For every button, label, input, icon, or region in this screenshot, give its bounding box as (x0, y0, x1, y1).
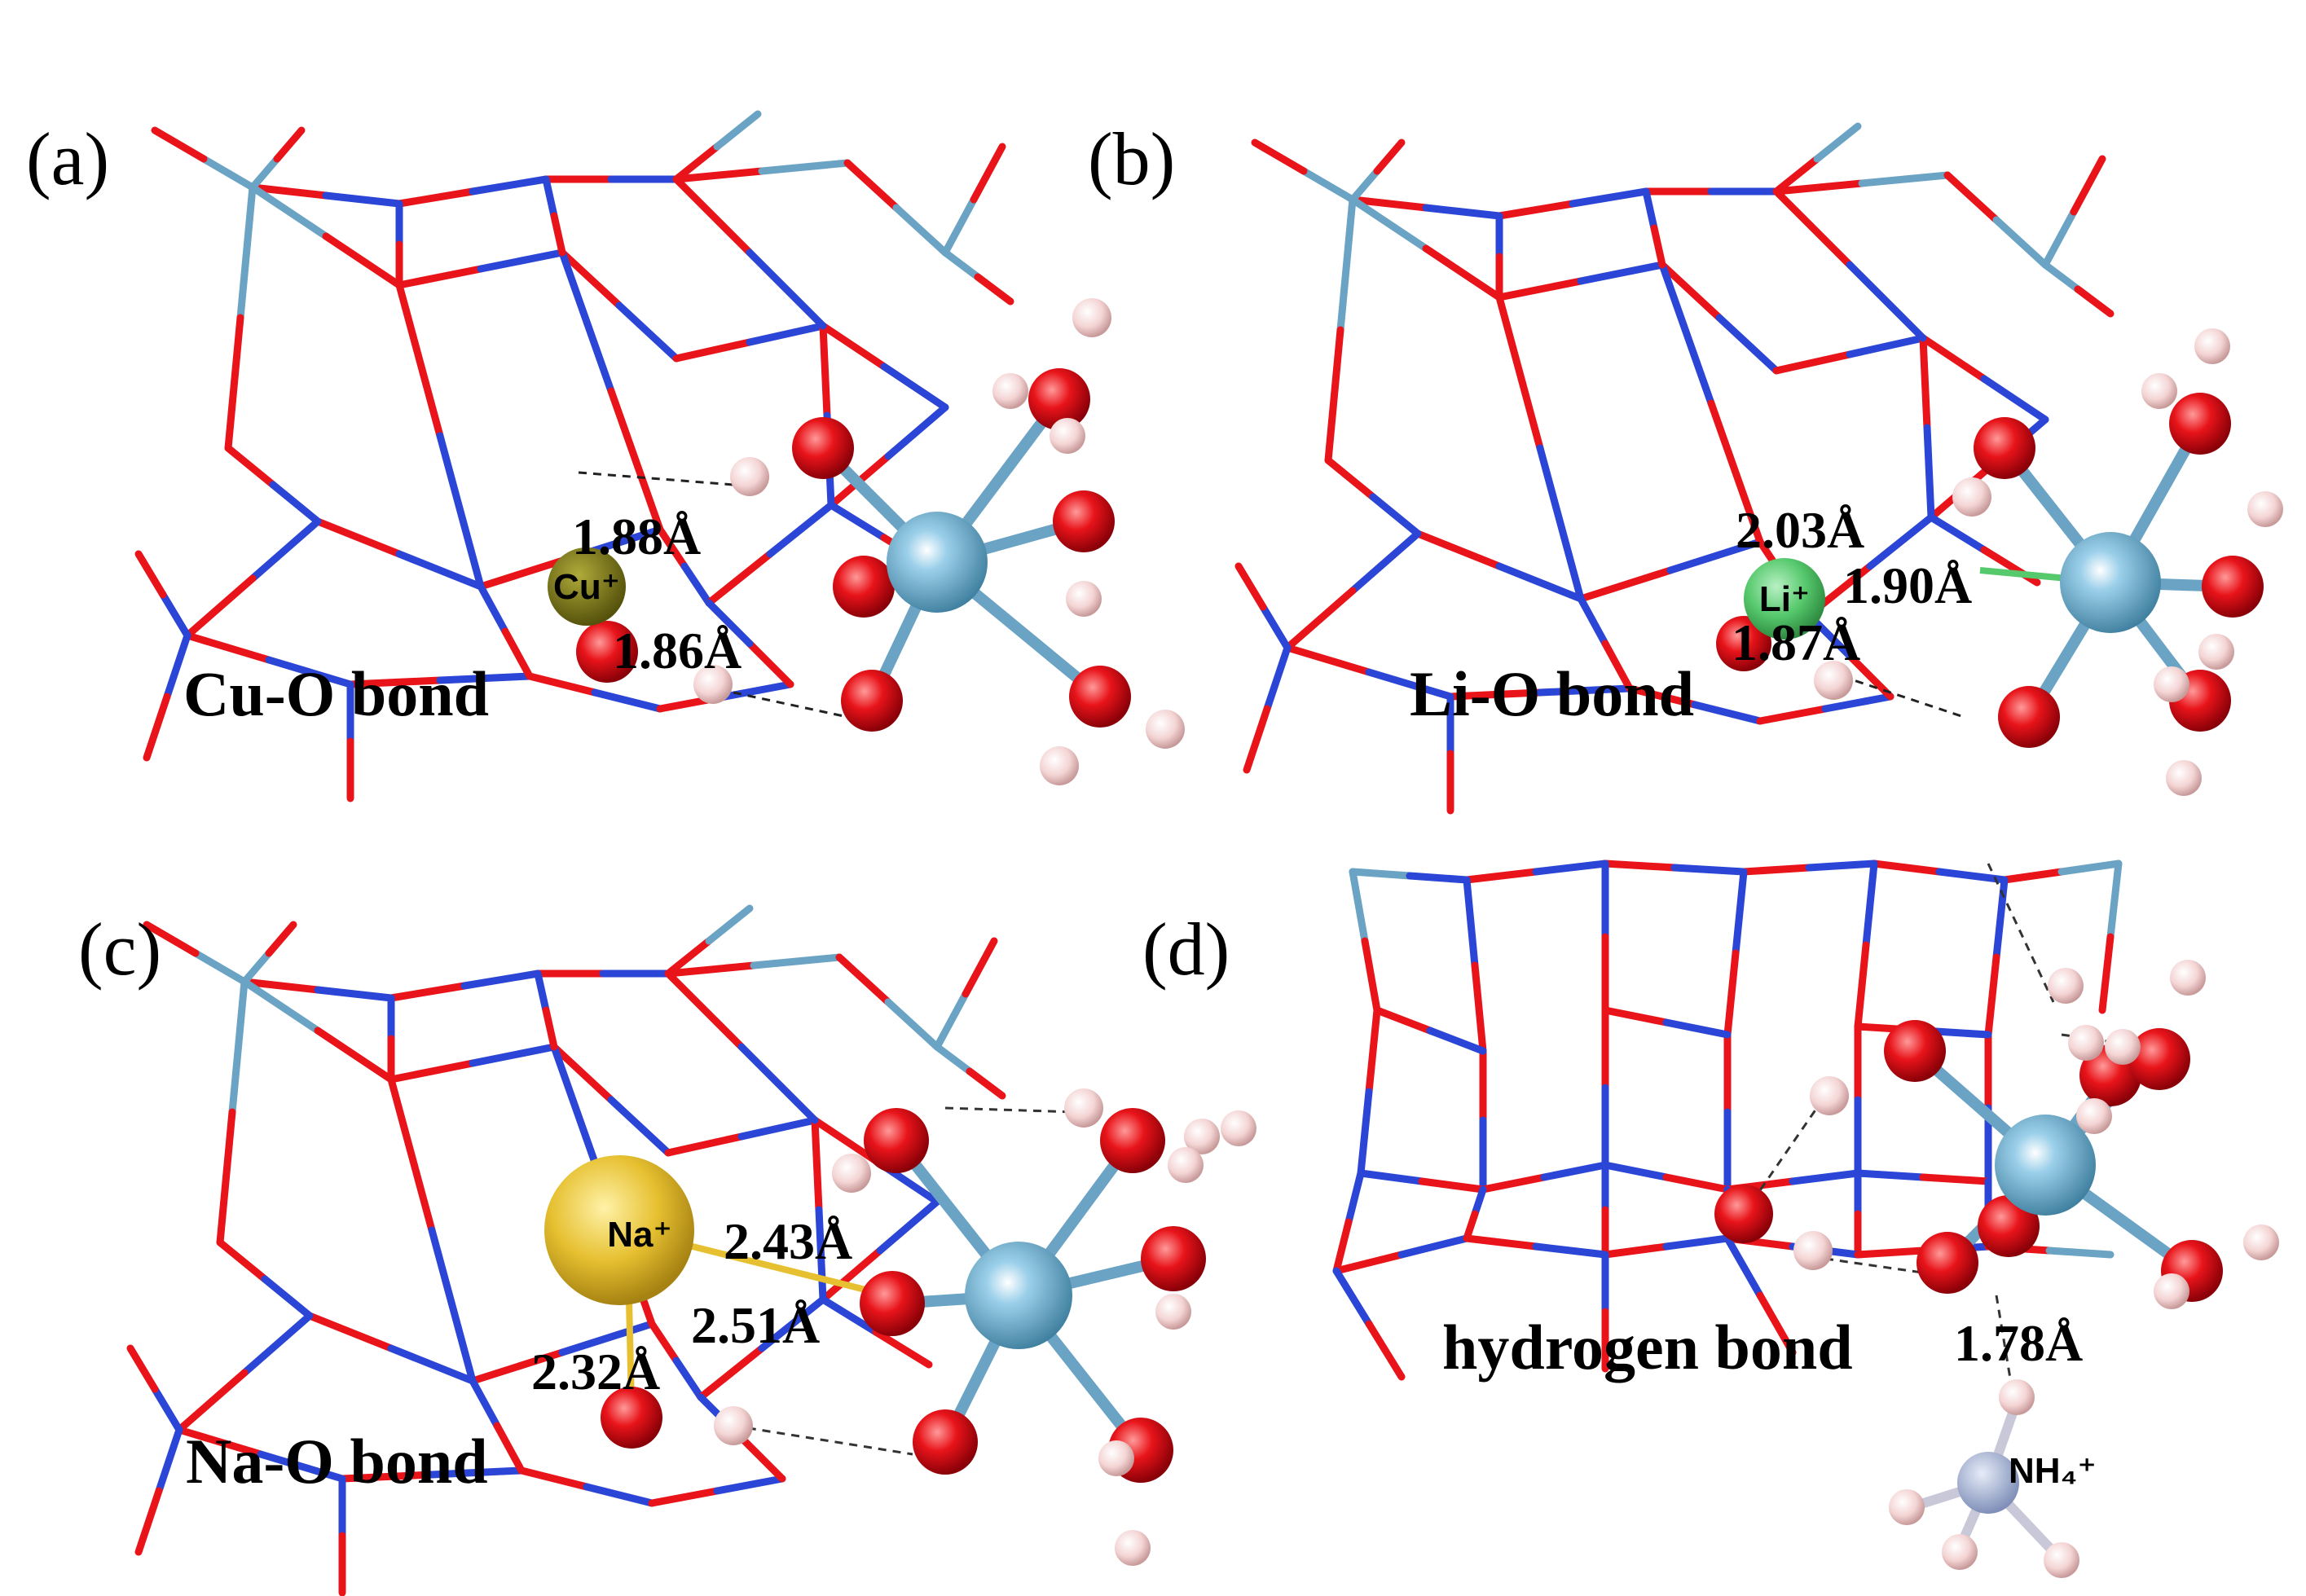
bond-title-c: Na-O bond (186, 1426, 488, 1497)
water-cluster-c (601, 1088, 1256, 1566)
distance-label-c-2: 2.51Å (691, 1296, 820, 1354)
distance-label-b-2: 1.90Å (1843, 556, 1972, 614)
bond-title-b: Li-O bond (1410, 658, 1694, 729)
panel-label-d: (d) (1142, 908, 1230, 991)
ion-label-a: Cu⁺ (553, 567, 620, 607)
distance-label-b-3: 1.87Å (1732, 613, 1860, 671)
copper-ion-atom (548, 547, 626, 626)
panel-c: Na⁺ (c) Na-O bond 2.43Å 2.51Å 2.32Å (78, 904, 1256, 1596)
distance-label-c-3: 2.32Å (531, 1343, 660, 1400)
water-cluster-b (1716, 328, 2283, 796)
ammonium-nitrogen-atom (1957, 1452, 2019, 1514)
water-cluster-a (693, 298, 1185, 785)
distance-label-a-2: 1.86Å (613, 622, 742, 679)
bond-title-d: hydrogen bond (1442, 1312, 1853, 1383)
panel-label-a: (a) (26, 117, 109, 200)
sodium-ion-atom (544, 1155, 694, 1305)
hydrogen-bond-lines-c (733, 1106, 1076, 1456)
panel-label-b: (b) (1088, 117, 1175, 200)
bond-title-a: Cu-O bond (183, 658, 489, 729)
zeolite-framework-c (126, 904, 1006, 1596)
distance-label-a-1: 1.88Å (572, 508, 701, 565)
zeolite-framework-a (134, 110, 1014, 802)
lithium-ion-atom (1744, 558, 1825, 640)
water-cluster-d (1714, 960, 2279, 1309)
panel-d: NH₄⁺ (d) hydrogen bond 1.78Å (1142, 860, 2279, 1578)
distance-label-d-1: 1.78Å (1954, 1314, 2083, 1372)
hydrogen-bond-lines-a (578, 471, 848, 719)
panel-label-c: (c) (78, 908, 161, 991)
ammonium-ion (1889, 1379, 2079, 1578)
ion-label-d: NH₄⁺ (2009, 1451, 2097, 1491)
panel-b: Li⁺ (b) Li-O bond 2.03Å 1.90Å 1.87Å (1088, 117, 2283, 815)
panel-a: Cu⁺ (a) Cu-O bond 1.88Å 1.86Å (26, 110, 1185, 802)
distance-label-b-1: 2.03Å (1736, 501, 1864, 559)
distance-label-c-1: 2.43Å (724, 1212, 852, 1270)
hydrogen-bond-lines-b (1841, 675, 1965, 719)
ion-label-c: Na⁺ (607, 1215, 671, 1255)
ion-label-b: Li⁺ (1759, 579, 1810, 619)
zeolite-framework-b (1234, 122, 2115, 815)
